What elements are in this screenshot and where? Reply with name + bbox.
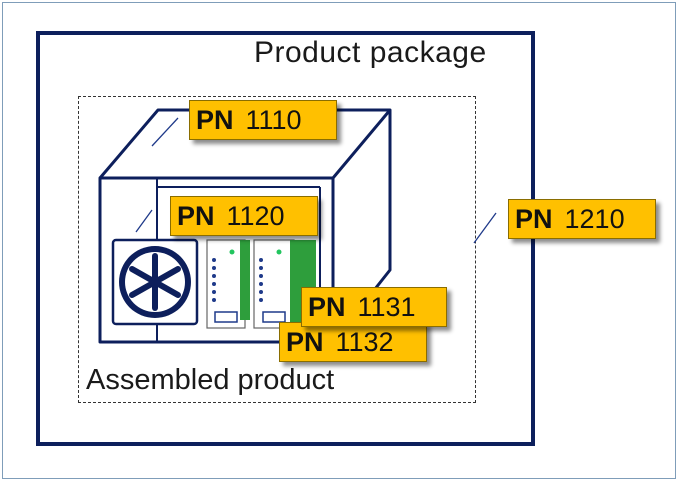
- part-label-1132: PN 1132: [279, 322, 427, 362]
- part-label-number: 1131: [357, 291, 416, 322]
- part-label-number: 1210: [564, 203, 625, 234]
- part-label-prefix: PN: [286, 326, 324, 357]
- rack-front: [98, 176, 335, 344]
- io-module-1: [206, 239, 250, 329]
- fan-icon: [111, 238, 199, 326]
- part-label-prefix: PN: [308, 291, 346, 322]
- io-module-2: [253, 239, 316, 329]
- part-label-1210: PN 1210: [508, 199, 656, 239]
- figure-frame: [2, 2, 676, 479]
- assembled-product-title: Assembled product: [86, 364, 335, 396]
- part-label-1120: PN 1120: [170, 196, 318, 236]
- product-package-title: Product package: [254, 36, 487, 69]
- part-label-1131: PN 1131: [301, 287, 447, 327]
- part-label-number: 1132: [335, 326, 394, 357]
- part-label-prefix: PN: [196, 104, 234, 135]
- part-label-1110: PN 1110: [189, 100, 337, 140]
- part-label-number: 1120: [226, 200, 285, 231]
- part-label-number: 1110: [245, 104, 302, 135]
- assembled-product-box: [78, 96, 476, 403]
- part-label-prefix: PN: [177, 200, 215, 231]
- part-label-prefix: PN: [515, 203, 553, 234]
